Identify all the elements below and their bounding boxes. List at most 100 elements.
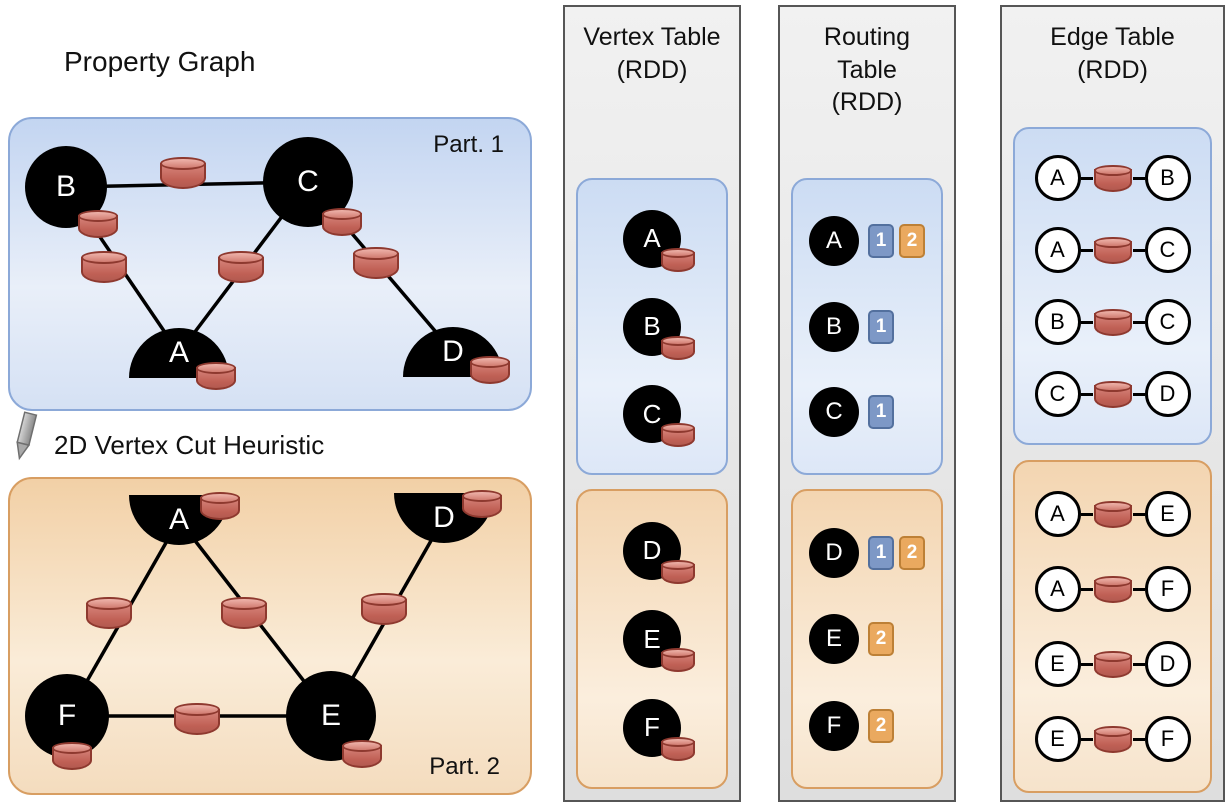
- pencil-arrow-icon: [16, 411, 38, 461]
- routing-table-part1-box: A 1 2 B 1 C 1: [791, 178, 943, 475]
- routing-badges: 2: [868, 708, 894, 743]
- vertex-property-cylinder-icon: [661, 335, 695, 360]
- routing-table-title-line2: Table: [837, 55, 897, 84]
- routing-row-C: C 1: [793, 387, 941, 438]
- routing-table-part2-box: D 1 2 E 2 F 2: [791, 489, 943, 789]
- edge-table-title-line2: (RDD): [1077, 55, 1148, 84]
- vertex-table-entry-A: A: [623, 209, 695, 272]
- edge-property-cylinder-icon: [1093, 380, 1132, 408]
- vertex-bubble: C: [809, 387, 859, 438]
- routing-badge: 2: [899, 535, 925, 570]
- routing-row-A: A 1 2: [793, 215, 941, 266]
- routing-badge: 1: [868, 535, 894, 570]
- edge-property-cylinder-icon: [221, 597, 267, 629]
- routing-badges: 1 2: [868, 223, 925, 258]
- vertex-A-label: A: [168, 503, 189, 536]
- edge-dst-vertex: C: [1144, 227, 1191, 273]
- routing-badge: 2: [868, 622, 894, 656]
- vertex-property-cylinder-icon: [52, 742, 92, 770]
- vertex-table-title-line1: Vertex Table: [583, 23, 721, 51]
- routing-row-B: B 1: [793, 301, 941, 352]
- vertex-bubble: D: [809, 527, 859, 578]
- edge-dst-vertex: C: [1144, 299, 1191, 345]
- edge-table-part2-box: A E A F E D E F: [1013, 460, 1212, 793]
- edge-connector: [1080, 248, 1093, 252]
- vertex-bubble: E: [809, 614, 859, 664]
- edge-dst-vertex: D: [1144, 371, 1191, 417]
- routing-row-F: F 2: [793, 700, 941, 751]
- edge-dst-vertex: F: [1144, 566, 1191, 612]
- vertex-property-cylinder-icon: [462, 490, 502, 518]
- edge-connector: [1132, 662, 1145, 666]
- routing-badge: 1: [868, 395, 894, 430]
- routing-badges: 1: [868, 395, 894, 430]
- edge-connector: [1080, 392, 1093, 396]
- vertex-D-label: D: [433, 501, 455, 534]
- edge-property-cylinder-icon: [1093, 575, 1132, 603]
- edge-connector: [1080, 737, 1093, 741]
- vertex-property-cylinder-icon: [661, 559, 695, 584]
- vertex-property-cylinder-icon: [200, 492, 240, 520]
- edge-property-cylinder-icon: [1093, 236, 1132, 264]
- vertex-bubble: F: [809, 700, 859, 751]
- edge-row-E-D: E D: [1034, 641, 1191, 687]
- edge-dst-vertex: E: [1144, 491, 1191, 537]
- edge-property-cylinder-icon: [81, 251, 127, 283]
- edge-table-title-line1: Edge Table: [1050, 23, 1175, 51]
- edge-connector: [1132, 248, 1145, 252]
- routing-badges: 1: [868, 309, 894, 344]
- edge-row-E-F: E F: [1034, 716, 1191, 762]
- routing-row-D: D 1 2: [793, 527, 941, 578]
- vertex-C-label: C: [297, 165, 319, 198]
- edge-property-cylinder-icon: [86, 597, 132, 629]
- edge-connector: [1080, 512, 1093, 516]
- routing-row-E: E 2: [793, 614, 941, 664]
- edge-connector: [1080, 320, 1093, 324]
- edge-connector: [1132, 737, 1145, 741]
- vertex-property-cylinder-icon: [78, 210, 118, 238]
- edge-property-cylinder-icon: [1093, 164, 1132, 192]
- edge-connector: [1132, 320, 1145, 324]
- edge-src-vertex: E: [1034, 641, 1081, 687]
- edge-property-cylinder-icon: [160, 157, 206, 189]
- edge-dst-vertex: B: [1144, 155, 1191, 201]
- vertex-table-entry-E: E: [623, 610, 695, 672]
- edge-property-cylinder-icon: [353, 247, 399, 279]
- vertex-property-cylinder-icon: [470, 356, 510, 384]
- vertex-bubble: A: [809, 215, 859, 266]
- edge-connector: [1132, 512, 1145, 516]
- routing-badge: 2: [868, 708, 894, 743]
- routing-table-title-line1: Routing: [823, 23, 911, 51]
- edge-src-vertex: A: [1034, 155, 1081, 201]
- edge-property-cylinder-icon: [174, 703, 220, 735]
- vertex-E-label: E: [320, 699, 341, 732]
- edge-row-B-C: B C: [1034, 299, 1191, 345]
- routing-badges: 1 2: [868, 535, 925, 570]
- edge-row-A-B: A B: [1034, 155, 1191, 201]
- edge-row-A-C: A C: [1034, 227, 1191, 273]
- vertex-F-label: F: [57, 699, 77, 732]
- vertex-B-label: B: [55, 170, 76, 203]
- partition-2-label: Part. 2: [429, 753, 500, 780]
- edge-property-cylinder-icon: [1093, 500, 1132, 528]
- edge-property-cylinder-icon: [218, 251, 264, 283]
- vertex-property-cylinder-icon: [196, 362, 236, 390]
- edge-connector: [1132, 587, 1145, 591]
- edge-connector: [1132, 176, 1145, 180]
- edge-src-vertex: E: [1034, 716, 1081, 762]
- vertex-D-label: D: [442, 335, 464, 368]
- vertex-property-cylinder-icon: [322, 208, 362, 236]
- vertex-table-entry-B: B: [623, 297, 695, 360]
- edge-row-A-F: A F: [1034, 566, 1191, 612]
- edge-connector: [1080, 662, 1093, 666]
- edge-src-vertex: A: [1034, 227, 1081, 273]
- vertex-property-cylinder-icon: [661, 648, 695, 672]
- routing-badges: 2: [868, 622, 894, 656]
- edge-dst-vertex: D: [1144, 641, 1191, 687]
- edge-dst-vertex: F: [1144, 716, 1191, 762]
- vertex-property-cylinder-icon: [661, 736, 695, 761]
- vertex-table-part2-box: D E F: [576, 489, 728, 789]
- edge-connector: [1080, 176, 1093, 180]
- vertex-bubble: B: [809, 301, 859, 352]
